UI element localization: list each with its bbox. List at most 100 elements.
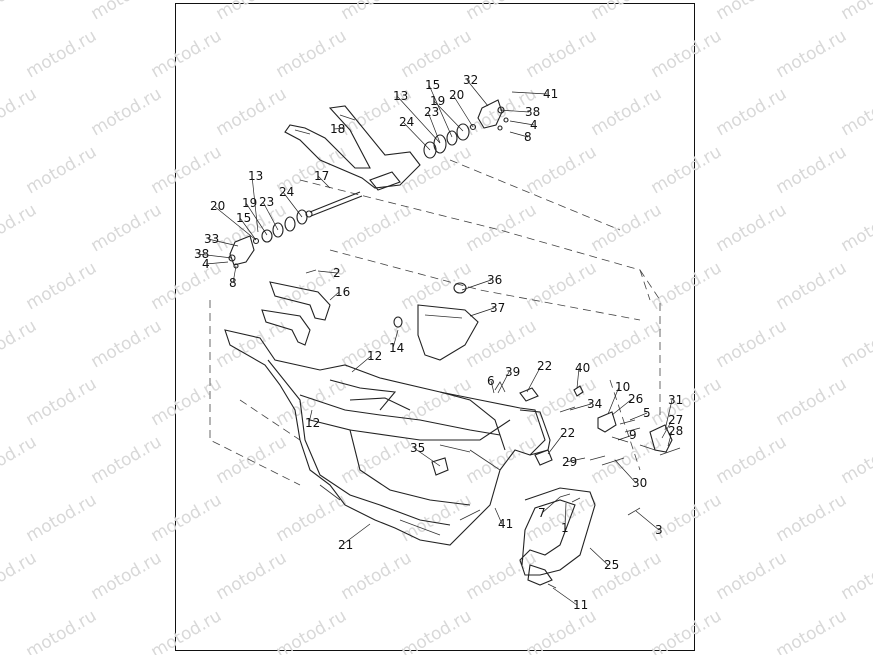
callout-label: 28	[668, 424, 683, 438]
leader-line	[392, 329, 399, 349]
callout-label: 8	[229, 276, 237, 290]
callout-label: 21	[338, 538, 353, 552]
watermark-text: motod.ru	[338, 432, 416, 488]
watermark-text: motod.ru	[23, 258, 101, 314]
leader-line	[433, 100, 464, 132]
watermark-text: motod.ru	[588, 200, 666, 256]
watermark-text: motod.ru	[23, 606, 101, 655]
callout-label: 11	[573, 598, 588, 612]
watermark-text: motod.ru	[148, 606, 226, 655]
leader-line	[239, 217, 257, 241]
watermark-text: motod.ru	[838, 316, 873, 372]
leader-line	[341, 523, 371, 546]
callout-label: 36	[487, 273, 502, 287]
watermark-text: motod.ru	[713, 316, 791, 372]
watermark-text: motod.ru	[523, 258, 601, 314]
watermark-text: motod.ru	[148, 490, 226, 546]
callout-label: 20	[449, 88, 464, 102]
leader-line	[308, 409, 313, 424]
callout-label: 31	[668, 393, 683, 407]
callout-label: 6	[487, 374, 495, 388]
watermark-text: motod.ru	[773, 606, 851, 655]
callout-label: 15	[236, 211, 251, 225]
watermark-text: motod.ru	[273, 606, 351, 655]
parts-drawing	[209, 99, 681, 589]
watermark-text: motod.ru	[88, 200, 166, 256]
callout-label: 17	[314, 169, 329, 183]
watermark-text: motod.ru	[0, 316, 40, 372]
watermark-text: motod.ru	[23, 142, 101, 198]
callout-label: 37	[490, 301, 505, 315]
leader-line	[607, 386, 620, 415]
leader-lines	[197, 79, 673, 606]
leader-line	[635, 510, 660, 531]
leader-line	[565, 457, 586, 463]
leader-line	[667, 430, 673, 447]
callout-label: 38	[194, 247, 209, 261]
leader-line	[317, 175, 331, 189]
callout-label: 22	[537, 359, 552, 373]
leader-line	[494, 507, 503, 525]
leader-line	[452, 94, 474, 128]
leader-line	[589, 547, 609, 566]
watermark-text: motod.ru	[838, 0, 873, 24]
callout-label: 19	[430, 94, 445, 108]
leader-line	[351, 355, 372, 373]
watermark-text: motod.ru	[338, 0, 416, 24]
leader-line	[564, 502, 567, 529]
callout-label: 34	[587, 397, 602, 411]
watermark-text: motod.ru	[88, 432, 166, 488]
watermark-text: motod.ru	[398, 258, 476, 314]
leader-line	[197, 253, 233, 259]
watermark-text: motod.ru	[463, 0, 541, 24]
watermark-text: motod.ru	[463, 316, 541, 372]
watermark-text: motod.ru	[588, 0, 666, 24]
leader-line	[629, 412, 648, 421]
watermark-text: motod.ru	[713, 548, 791, 604]
watermark-text: motod.ru	[213, 316, 291, 372]
watermark-text: motod.ru	[0, 84, 40, 140]
leader-line	[469, 307, 495, 317]
leader-line	[317, 270, 338, 274]
watermark-text: motod.ru	[0, 432, 40, 488]
callout-label: 10	[615, 380, 630, 394]
callout-label: 16	[335, 285, 350, 299]
watermark-text: motod.ru	[23, 490, 101, 546]
watermark-text: motod.ru	[588, 316, 666, 372]
leader-line	[207, 238, 239, 247]
watermark-text: motod.ru	[0, 548, 40, 604]
leader-line	[526, 365, 542, 393]
watermark-text: motod.ru	[213, 548, 291, 604]
leader-line	[245, 202, 268, 236]
watermark-text: motod.ru	[773, 374, 851, 430]
callout-label: 20	[210, 199, 225, 213]
watermark-text: motod.ru	[88, 0, 166, 24]
leader-line	[509, 131, 529, 138]
watermark-text: motod.ru	[23, 26, 101, 82]
leader-line	[329, 291, 340, 301]
watermark-text: motod.ru	[398, 374, 476, 430]
leader-line	[509, 120, 535, 126]
callout-label: 38	[525, 105, 540, 119]
leader-line	[661, 419, 673, 439]
watermark-text: motod.ru	[523, 26, 601, 82]
callout-label: 7	[538, 506, 546, 520]
leader-line	[461, 279, 492, 291]
watermark-text: motod.ru	[88, 316, 166, 372]
callout-label: 14	[389, 341, 404, 355]
watermark-text: motod.ru	[588, 432, 666, 488]
callout-label: 30	[632, 476, 647, 490]
watermark-text: motod.ru	[0, 0, 40, 24]
watermark-text: motod.ru	[648, 26, 726, 82]
leader-line	[552, 587, 578, 606]
leader-line	[427, 111, 441, 144]
watermark-text: motod.ru	[338, 548, 416, 604]
callout-label: 32	[463, 73, 478, 87]
callout-label: 25	[604, 558, 619, 572]
callout-label: 41	[543, 87, 558, 101]
watermark-text: motod.ru	[838, 548, 873, 604]
watermark-text: motod.ru	[148, 26, 226, 82]
callout-label: 27	[668, 413, 683, 427]
watermark-text: motod.ru	[148, 258, 226, 314]
